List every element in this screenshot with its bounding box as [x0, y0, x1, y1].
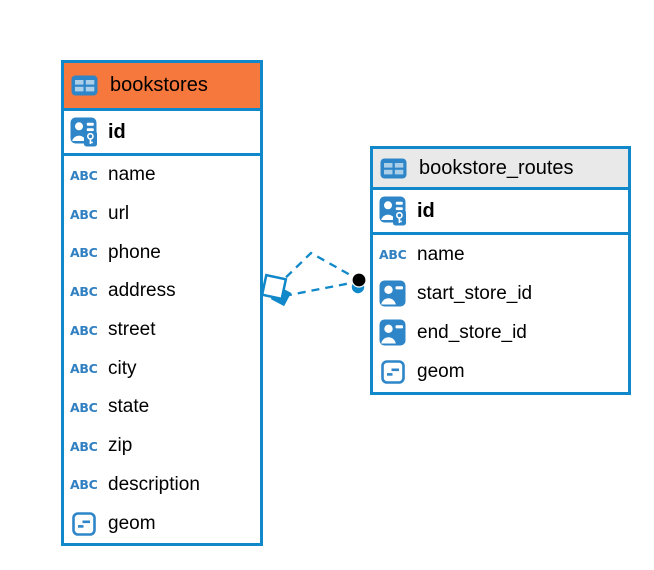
abc-text-icon: ABC — [70, 283, 98, 299]
relation-line-lower[interactable] — [283, 281, 352, 298]
column-row-phone[interactable]: ABC phone — [70, 241, 161, 263]
column-row-name[interactable]: ABC name — [70, 164, 156, 186]
abc-text-icon: ABC — [70, 438, 98, 454]
relation-line-upper[interactable] — [275, 251, 353, 288]
column-row-start-store-id[interactable]: start_store_id — [373, 274, 628, 313]
relation-lines[interactable] — [275, 251, 353, 298]
abc-text-icon: ABC — [70, 167, 98, 183]
column-row-geom[interactable]: geom — [373, 353, 628, 392]
column-row-id[interactable]: id — [373, 190, 628, 235]
abc-text-icon: ABC — [70, 477, 98, 493]
column-row-id[interactable]: id — [64, 111, 260, 156]
column-list: ABC name start_store_id — [373, 235, 628, 392]
table-title-bookstores: bookstores — [110, 74, 208, 96]
person-ref-icon — [379, 280, 409, 307]
column-row-description[interactable]: ABC description — [70, 473, 200, 495]
dot-endpoint — [351, 272, 367, 288]
column-row-address[interactable]: ABC address — [70, 280, 176, 302]
column-row-url[interactable]: ABC url — [70, 203, 130, 225]
table-bookstores[interactable]: bookstores id ABC — [61, 60, 263, 546]
abc-text-icon: ABC — [70, 206, 98, 222]
table-header-bookstores[interactable]: bookstores — [64, 63, 260, 111]
column-row-end-store-id[interactable]: end_store_id — [373, 313, 628, 352]
geometry-icon — [70, 511, 100, 536]
table-icon — [71, 75, 101, 96]
table-header-bookstore-routes[interactable]: bookstore_routes — [373, 149, 628, 190]
abc-text-icon: ABC — [70, 322, 98, 338]
column-row-street[interactable]: ABC street — [70, 319, 156, 341]
table-icon — [380, 158, 410, 179]
table-title-bookstore-routes: bookstore_routes — [419, 156, 574, 179]
column-list: ABC name ABC url ABC phone ABC address A… — [64, 156, 260, 543]
diamond-endpoint — [260, 273, 288, 301]
person-ref-icon — [379, 319, 409, 346]
column-name-id: id — [417, 199, 435, 222]
abc-text-icon: ABC — [70, 399, 98, 415]
abc-text-icon: ABC — [70, 361, 98, 377]
person-key-icon — [70, 117, 100, 147]
column-row-state[interactable]: ABC state — [70, 396, 150, 418]
column-name-id: id — [108, 120, 126, 143]
column-row-zip[interactable]: ABC zip — [70, 435, 133, 457]
person-key-icon — [379, 196, 409, 226]
dot-endpoint-back — [351, 280, 365, 294]
geometry-icon — [379, 360, 409, 384]
abc-text-icon: ABC — [70, 245, 98, 261]
table-bookstore-routes[interactable]: bookstore_routes id ABC — [370, 146, 631, 395]
abc-text-icon: ABC — [379, 247, 407, 263]
column-row-city[interactable]: ABC city — [70, 357, 137, 379]
column-row-geom[interactable]: geom — [64, 504, 260, 543]
column-row-name[interactable]: ABC name — [379, 243, 465, 265]
